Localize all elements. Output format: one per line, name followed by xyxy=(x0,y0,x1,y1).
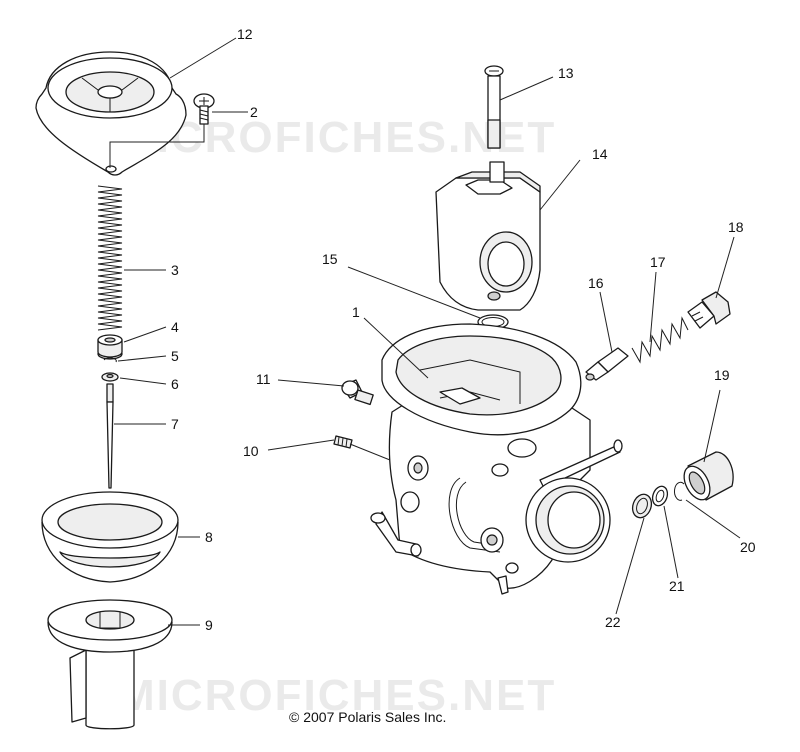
callout-22: 22 xyxy=(605,614,621,630)
callout-17: 17 xyxy=(650,254,666,270)
callout-3: 3 xyxy=(171,262,179,278)
callout-9: 9 xyxy=(205,617,213,633)
part-17-spring xyxy=(631,316,689,364)
callout-2: 2 xyxy=(250,104,258,120)
callout-1: 1 xyxy=(352,304,360,320)
watermark-bottom: MICROFICHES.NET xyxy=(118,671,556,720)
callout-15: 15 xyxy=(322,251,338,267)
callout-11: 11 xyxy=(256,371,271,387)
callout-19: 19 xyxy=(714,367,730,383)
callout-21: 21 xyxy=(669,578,685,594)
callout-20: 20 xyxy=(740,539,756,555)
callout-7: 7 xyxy=(171,416,179,432)
part-6-washer xyxy=(101,372,119,382)
callout-10: 10 xyxy=(243,443,259,459)
part-20-clip xyxy=(673,481,685,501)
part-12-cap xyxy=(35,51,187,176)
callout-6: 6 xyxy=(171,376,179,392)
part-7-jet-needle xyxy=(106,383,114,489)
callout-18: 18 xyxy=(728,219,744,235)
part-9-throttle-slide xyxy=(47,599,173,730)
part-21-washer xyxy=(651,485,669,507)
part-5-clip xyxy=(103,357,117,363)
callout-14: 14 xyxy=(592,146,608,162)
copyright-text: © 2007 Polaris Sales Inc. xyxy=(289,709,446,725)
part-22-o-ring xyxy=(631,493,653,519)
part-10-set-screw xyxy=(333,435,353,449)
part-3-spring xyxy=(97,185,123,331)
part-11-screw xyxy=(341,379,374,406)
callout-8: 8 xyxy=(205,529,213,545)
part-8-diaphragm-ring xyxy=(41,491,179,583)
leader-lines xyxy=(109,37,741,626)
part-13-shaft-screw xyxy=(484,65,504,149)
callout-16: 16 xyxy=(588,275,604,291)
part-4-spring-seat xyxy=(97,334,123,360)
callout-5: 5 xyxy=(171,348,179,364)
watermark-top: MICROFICHES.NET xyxy=(118,113,556,162)
part-14-bracket xyxy=(435,161,541,311)
callout-12: 12 xyxy=(237,26,253,42)
part-16-plunger xyxy=(585,347,629,381)
callout-4: 4 xyxy=(171,319,179,335)
part-19-cap xyxy=(683,451,734,501)
part-18-fitting xyxy=(687,291,731,329)
part-1-carburetor-body xyxy=(370,323,623,595)
callout-13: 13 xyxy=(558,65,574,81)
